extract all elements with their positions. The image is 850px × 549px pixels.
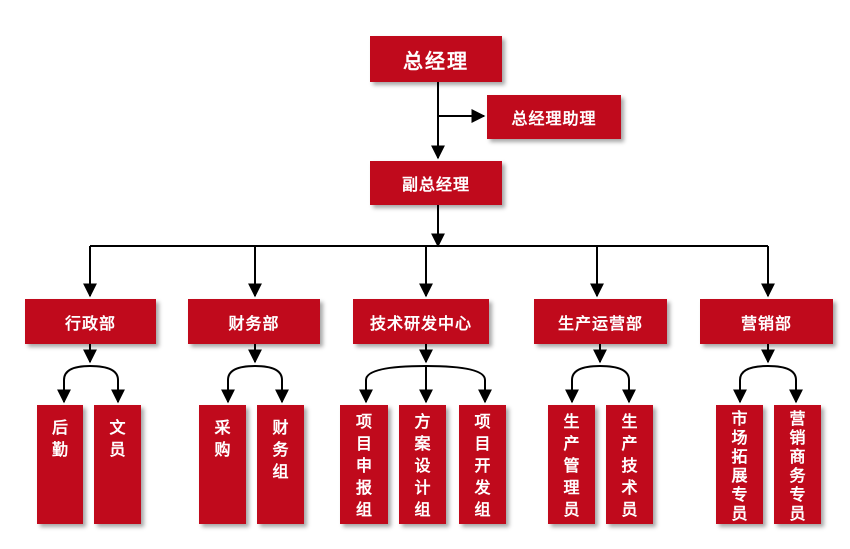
sub-unit-marketing-business: 营销商务专员 xyxy=(774,405,821,524)
dept-marketing: 营销部 xyxy=(700,299,833,344)
sub-unit-market-expansion: 市场拓展专员 xyxy=(716,405,763,524)
sub-unit-finance-group: 财务组 xyxy=(257,405,304,524)
dept-admin: 行政部 xyxy=(25,299,156,344)
sub-unit-project-development: 项目开发组 xyxy=(459,405,506,524)
dept-finance: 财务部 xyxy=(188,299,320,344)
sub-unit-production-technician: 生产技术员 xyxy=(606,405,653,524)
sub-unit-logistics: 后勤 xyxy=(37,405,83,524)
sub-unit-procurement: 采购 xyxy=(199,405,246,524)
sub-unit-project-application: 项目申报组 xyxy=(340,405,388,524)
general-manager-box: 总经理 xyxy=(370,36,502,82)
sub-unit-production-manager: 生产管理员 xyxy=(548,405,595,524)
sub-unit-clerk: 文员 xyxy=(94,405,141,524)
dept-rnd: 技术研发中心 xyxy=(353,299,489,344)
gm-assistant-box: 总经理助理 xyxy=(487,95,621,139)
deputy-gm-box: 副总经理 xyxy=(370,161,502,205)
dept-production: 生产运营部 xyxy=(534,299,667,344)
sub-unit-solution-design: 方案设计组 xyxy=(399,405,446,524)
